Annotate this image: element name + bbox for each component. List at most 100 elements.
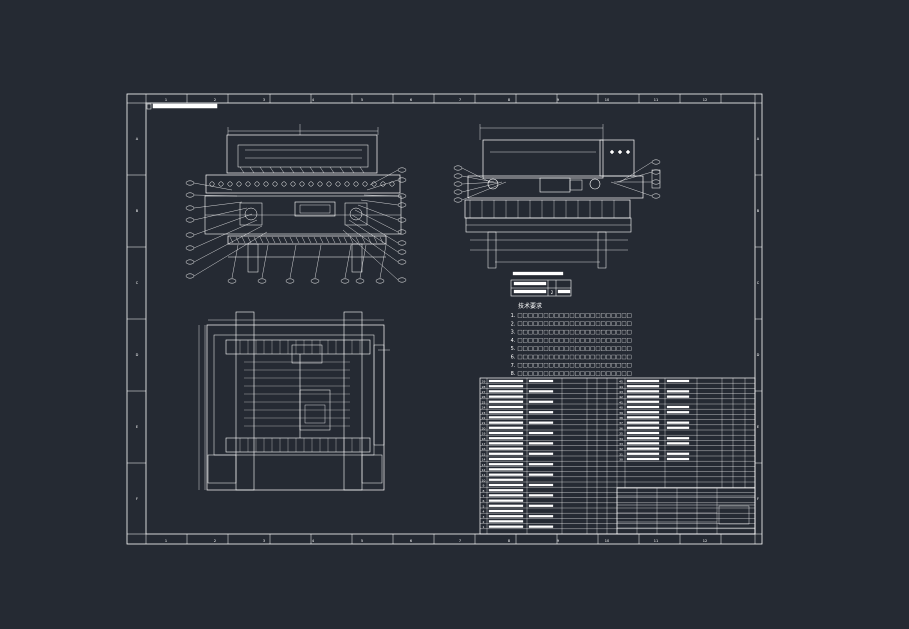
callout-balloon (285, 278, 295, 284)
zone-number: 6 (410, 98, 412, 102)
bom-index: 2 (483, 520, 485, 524)
bom-index: 30 (619, 458, 623, 462)
bom-index: 24 (482, 406, 486, 410)
callout-balloon (185, 273, 195, 279)
zone-number: 2 (214, 98, 216, 102)
zone-number: 10 (605, 98, 609, 102)
callout-balloon (397, 277, 407, 283)
bom-index: 31 (619, 452, 623, 456)
callout-balloon (397, 249, 407, 255)
bom-index: 41 (619, 400, 623, 404)
bom-index: 33 (619, 442, 623, 446)
bom-index: 43 (619, 390, 623, 394)
zone-letter: D (757, 353, 760, 357)
front-view (185, 124, 407, 284)
callout-balloon (453, 189, 463, 195)
bom-index: 37 (619, 421, 623, 425)
zone-number: 8 (508, 539, 510, 543)
zone-letter: E (136, 425, 138, 429)
tech-req-number: 7. (511, 363, 516, 369)
rivet-mark (609, 149, 615, 155)
zone-number: 12 (703, 98, 707, 102)
bom-index: 25 (482, 400, 486, 404)
bom-index: 9 (483, 484, 485, 488)
callout-balloon (185, 232, 195, 238)
callout-balloon (453, 173, 463, 179)
zone-number: 6 (410, 539, 412, 543)
zone-letter: D (136, 353, 139, 357)
tech-req-number: 5. (511, 346, 516, 352)
bom-index: 39 (619, 411, 623, 415)
zone-number: 5 (361, 539, 363, 543)
zone-number: 8 (508, 98, 510, 102)
bom-index: 23 (482, 411, 486, 415)
bom-index: 16 (482, 447, 486, 451)
callout-balloon (397, 177, 407, 183)
bom-index: 42 (619, 395, 623, 399)
callout-balloon (185, 180, 195, 186)
callout-balloon (651, 169, 661, 175)
zone-letter: C (757, 281, 760, 285)
callout-balloon (185, 259, 195, 265)
zone-letter: A (136, 137, 139, 141)
bom-index: 7 (483, 494, 485, 498)
zone-letter: F (136, 497, 138, 501)
zone-number: 11 (654, 539, 658, 543)
callout-balloon (651, 193, 661, 199)
bom-index: 17 (482, 442, 486, 446)
callout-balloon (397, 217, 407, 223)
callout-balloon (375, 278, 385, 284)
callout-balloon (185, 192, 195, 198)
tech-req-heading: 技术要求 (518, 302, 542, 310)
zone-number: 4 (312, 539, 315, 543)
bom-index: 11 (482, 473, 486, 477)
callout-balloon (397, 259, 407, 265)
zone-number: 7 (459, 539, 461, 543)
bom-index: 32 (619, 447, 623, 451)
bom-index: 26 (482, 395, 486, 399)
zone-number: 4 (312, 98, 315, 102)
plan-view (198, 311, 390, 491)
callout-balloon (651, 179, 661, 185)
bom-index: 4 (483, 510, 485, 514)
zone-number: 7 (459, 98, 461, 102)
zone-letter: A (757, 137, 760, 141)
zone-letter: B (136, 209, 139, 213)
bom-index: 35 (619, 432, 623, 436)
parts-callout-table: 2 (510, 271, 572, 297)
tech-req-number: 8. (511, 371, 516, 377)
zone-number: 2 (214, 539, 216, 543)
title-block (616, 487, 756, 535)
zone-letter: B (757, 209, 760, 213)
zone-letter: F (757, 497, 759, 501)
callout-balloon (453, 165, 463, 171)
tech-req-number: 2. (511, 321, 516, 327)
bom-index: 20 (482, 426, 486, 430)
zone-letter: C (136, 281, 139, 285)
bom-index: 34 (619, 437, 623, 441)
zone-number: 3 (263, 98, 265, 102)
bill-of-materials: 2928272625242322212019181716151413121110… (479, 377, 756, 535)
callout-balloon (185, 217, 195, 223)
bom-index: 6 (483, 499, 485, 503)
bom-index: 15 (482, 452, 486, 456)
bom-index: 38 (619, 416, 623, 420)
bom-index: 3 (483, 515, 485, 519)
callout-balloon (453, 181, 463, 187)
zone-number: 10 (605, 539, 609, 543)
zone-number: 3 (263, 539, 265, 543)
bom-index: 21 (482, 421, 486, 425)
callout-balloon (185, 205, 195, 211)
zone-number: 11 (654, 98, 658, 102)
bom-index: 14 (482, 458, 486, 462)
rivet-mark (617, 149, 623, 155)
tech-req-number: 4. (511, 338, 516, 344)
bom-index: 12 (482, 468, 486, 472)
tech-req-number: 1. (511, 313, 516, 319)
zone-number: 1 (165, 98, 167, 102)
zone-number: 12 (703, 539, 707, 543)
callout-balloon (397, 240, 407, 246)
callout-balloon (397, 229, 407, 235)
callout-balloon (227, 278, 237, 284)
